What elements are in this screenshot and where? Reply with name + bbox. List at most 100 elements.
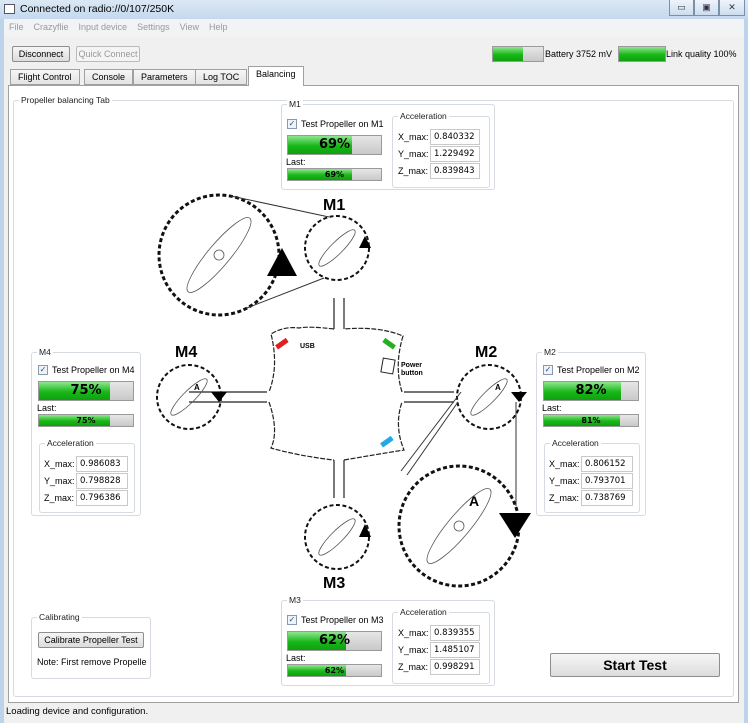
usb-label: USB: [300, 343, 315, 350]
menu-settings[interactable]: Settings: [137, 22, 170, 32]
menu-input-device[interactable]: Input device: [78, 22, 128, 32]
m1-zoom-circle: [157, 193, 281, 317]
m4-z-max-field: 0.796386: [76, 490, 128, 506]
m2-z-label: Z_max:: [549, 493, 580, 503]
menu-help[interactable]: Help: [208, 22, 228, 32]
motor-m3-group: M3 ✓ Test Propeller on M3 62% Last: 62% …: [281, 595, 495, 686]
m4-accel-title: Acceleration: [45, 438, 96, 448]
calibrating-title: Calibrating: [37, 612, 82, 622]
balancing-pane: Propeller balancing Tab USB Power button: [8, 85, 739, 703]
menu-file[interactable]: File: [9, 22, 24, 32]
m3-current-value: 62%: [318, 633, 351, 648]
m3-last-label: Last:: [286, 653, 306, 663]
m3-z-label: Z_max:: [398, 662, 429, 672]
menu-crazyflie[interactable]: Crazyflie: [33, 22, 69, 32]
m4-a-label: A: [194, 383, 200, 392]
m2-test-checkbox[interactable]: ✓: [543, 365, 553, 375]
calibrate-propeller-test-button[interactable]: Calibrate Propeller Test: [38, 632, 144, 648]
m3-last-value: 62%: [324, 666, 345, 675]
app-icon: [4, 4, 15, 14]
frame-outline: [268, 326, 405, 461]
m4-y-label: Y_max:: [44, 476, 75, 486]
quick-connect-button[interactable]: Quick Connect: [76, 46, 140, 62]
battery-bar: [492, 46, 544, 62]
m4-x-label: X_max:: [44, 459, 75, 469]
arm-m4: [189, 391, 267, 403]
m2-y-max-field: 0.793701: [581, 473, 633, 489]
tab-parameters[interactable]: Parameters: [133, 69, 196, 85]
m1-checkbox-label: Test Propeller on M1: [301, 119, 384, 129]
m4-y-max-field: 0.798828: [76, 473, 128, 489]
minimize-button[interactable]: ▭: [669, 0, 694, 16]
m3-accel-title: Acceleration: [398, 607, 449, 617]
m3-arrow-icon: [359, 524, 371, 537]
m4-title: M4: [37, 347, 53, 357]
power-button-icon: [380, 357, 396, 375]
m4-z-label: Z_max:: [44, 493, 75, 503]
m2-current-bar: 82%: [543, 381, 639, 401]
motor-m2-circle: [456, 364, 522, 430]
m1-accel-title: Acceleration: [398, 111, 449, 121]
led-blue: [380, 435, 394, 448]
m4-current-value: 75%: [70, 383, 102, 398]
m3-y-max-field: 1.485107: [430, 642, 480, 658]
m4-acceleration-group: Acceleration X_max:0.986083 Y_max:0.7988…: [39, 438, 135, 513]
diagram-m1-label: M1: [323, 197, 345, 214]
battery-label: Battery 3752 mV: [545, 49, 613, 59]
tab-log-toc[interactable]: Log TOC: [195, 69, 248, 85]
quadcopter-diagram: USB Power button M1 M4 M2 M3 A A: [156, 193, 531, 592]
m2-x-max-field: 0.806152: [581, 456, 633, 472]
m2-acceleration-group: Acceleration X_max:0.806152 Y_max:0.7937…: [544, 438, 640, 513]
m2-current-value: 82%: [575, 383, 607, 398]
m2-checkbox-label: Test Propeller on M2: [557, 365, 640, 375]
m1-z-max-field: 0.839843: [430, 163, 480, 179]
m1-x-label: X_max:: [398, 132, 429, 142]
window-title: Connected on radio://0/107/250K: [20, 3, 175, 15]
arm-m3: [333, 460, 345, 498]
m1-test-checkbox[interactable]: ✓: [287, 119, 297, 129]
led-green: [382, 337, 396, 350]
m3-acceleration-group: Acceleration X_max:0.839355 Y_max:1.4851…: [392, 607, 490, 684]
m1-current-bar: 69%: [287, 135, 382, 155]
calibrating-group: Calibrating Calibrate Propeller Test Not…: [31, 612, 151, 679]
m2-title: M2: [542, 347, 558, 357]
m2-x-label: X_max:: [549, 459, 580, 469]
menu-view[interactable]: View: [179, 22, 199, 32]
diagram-m3-label: M3: [323, 575, 345, 592]
motor-m4-circle: [156, 364, 222, 430]
link-quality-label: Link quality 100%: [666, 49, 737, 59]
m3-z-max-field: 0.998291: [430, 659, 480, 675]
m3-current-bar: 62%: [287, 631, 382, 651]
m4-checkbox-label: Test Propeller on M4: [52, 365, 135, 375]
pane-title: Propeller balancing Tab: [19, 95, 112, 105]
title-bar: Connected on radio://0/107/250K ▭ ▣ ✕: [0, 0, 748, 19]
disconnect-button[interactable]: Disconnect: [12, 46, 70, 62]
motor-m4-group: M4 ✓ Test Propeller on M4 75% Last: 75% …: [31, 347, 141, 516]
m3-y-label: Y_max:: [398, 645, 429, 655]
m3-x-max-field: 0.839355: [430, 625, 480, 641]
power-label-1: Power: [401, 362, 422, 369]
m1-arrow-icon: [359, 236, 371, 248]
m2-last-bar: 81%: [543, 414, 639, 427]
m1-x-max-field: 0.840332: [430, 129, 480, 145]
start-test-button[interactable]: Start Test: [550, 653, 720, 677]
m1-last-label: Last:: [286, 157, 306, 167]
maximize-button[interactable]: ▣: [694, 0, 719, 16]
diagram-m4-label: M4: [175, 344, 197, 361]
link-quality-bar: [618, 46, 666, 62]
m1-last-value: 69%: [324, 170, 345, 179]
m3-test-checkbox[interactable]: ✓: [287, 615, 297, 625]
close-button[interactable]: ✕: [719, 0, 745, 16]
tab-balancing[interactable]: Balancing: [248, 66, 304, 86]
m2-y-label: Y_max:: [549, 476, 580, 486]
m3-title: M3: [287, 595, 303, 605]
tab-flight-control[interactable]: Flight Control: [10, 69, 80, 85]
m2-last-value: 81%: [581, 416, 601, 425]
m4-test-checkbox[interactable]: ✓: [38, 365, 48, 375]
m4-current-bar: 75%: [38, 381, 134, 401]
diagram-m2-label: M2: [475, 344, 497, 361]
m3-checkbox-label: Test Propeller on M3: [301, 615, 384, 625]
tab-console[interactable]: Console: [84, 69, 134, 85]
m4-last-bar: 75%: [38, 414, 134, 427]
led-red: [275, 337, 289, 350]
